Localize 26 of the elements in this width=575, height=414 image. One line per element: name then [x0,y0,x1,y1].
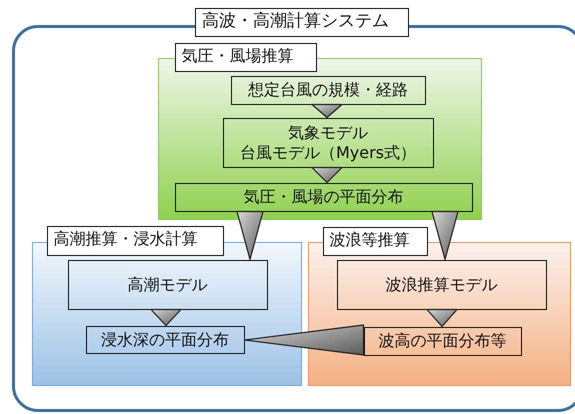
box-text: 気象モデル [288,122,368,142]
process-box [364,326,522,356]
flow-arrow [150,308,182,326]
process-box [230,76,426,104]
box-text: 想定台風の規模・経路 [248,80,408,100]
flow-arrow [244,324,364,356]
heading-label: 高潮推算・浸水計算 [46,226,224,256]
box-text: 波浪推算モデル [386,274,498,294]
process-box [86,326,244,354]
box-text: 気圧・風場の平面分布 [244,187,404,207]
flow-arrow [311,166,343,184]
process-box [174,182,472,212]
box-text: 高潮モデル [128,274,208,294]
process-box [222,118,434,168]
box-text: 台風モデル（Myers式） [240,142,416,162]
heading-label: 高波・高潮計算システム [195,8,409,37]
process-box [336,260,546,310]
process-box [68,260,268,310]
flow-arrow [311,104,343,118]
flow-arrow [426,308,458,328]
box-text: 浸水深の平面分布 [101,330,229,350]
flow-arrow [431,210,459,260]
heading-label: 気圧・風場推算 [174,42,316,72]
box-text: 波高の平面分布等 [378,331,506,351]
flow-arrow [236,210,264,260]
heading-label: 波浪等推算 [322,226,428,256]
